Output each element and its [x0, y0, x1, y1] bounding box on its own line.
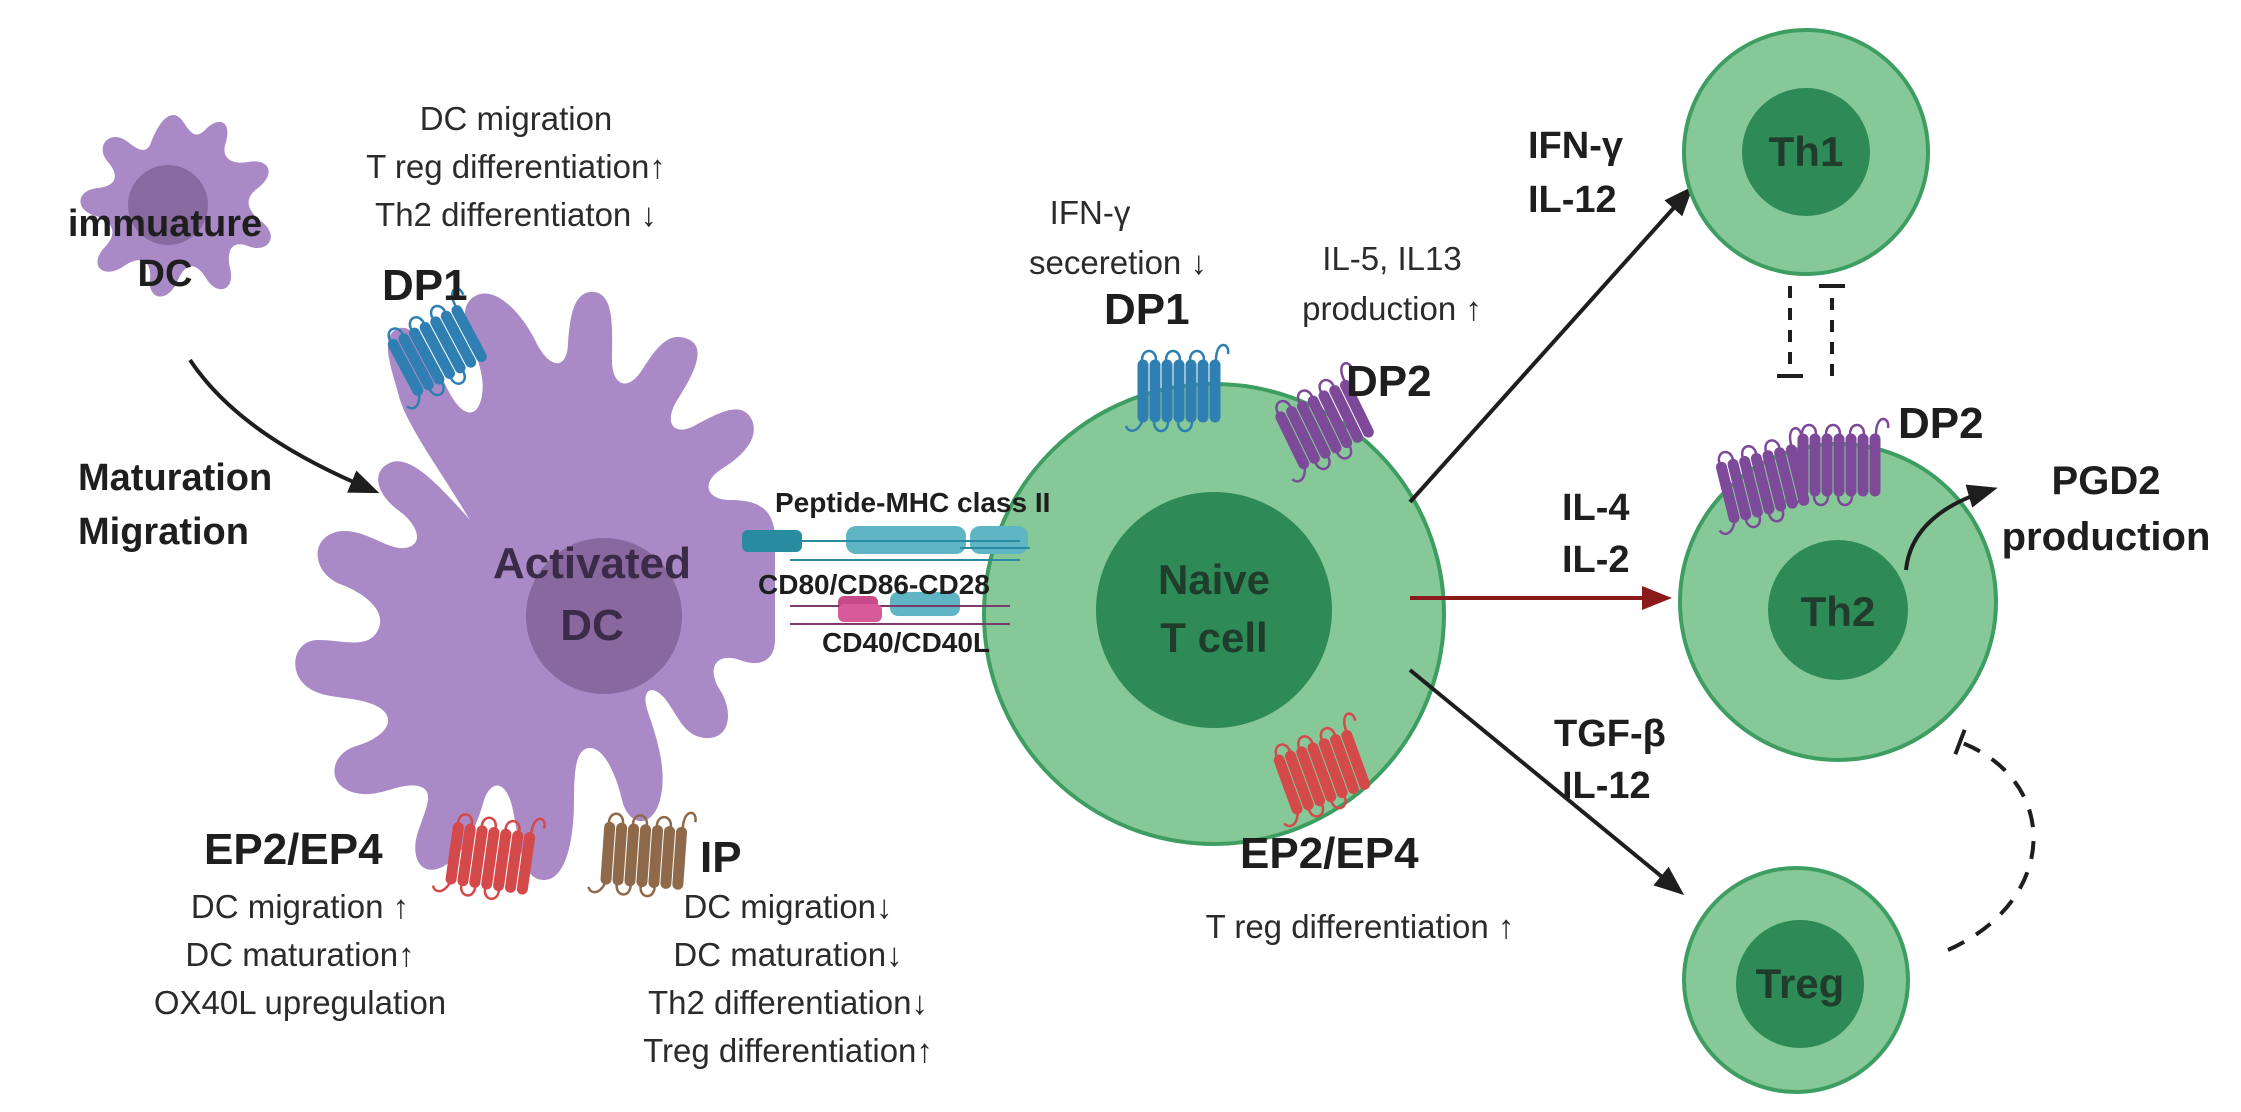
dp1-dc-effect-2: T reg differentiation↑ — [366, 148, 666, 185]
naive-t-label-line1: Naive — [1158, 556, 1270, 603]
ip-dc-effect-2: DC maturation↓ — [673, 936, 902, 973]
treg-cell: Treg — [1682, 866, 1910, 1094]
ip-dc-effect-4: Treg differentiation↑ — [643, 1032, 933, 1069]
dp2-t-effect-2: production ↑ — [1302, 290, 1482, 327]
th1-cell: Th1 — [1682, 28, 1930, 276]
ip-dc-effect-3: Th2 differentiation↓ — [648, 984, 928, 1021]
migration-label: Migration — [78, 511, 249, 553]
th1-label: Th1 — [1769, 128, 1844, 175]
immature-dc-label-line2: DC — [138, 253, 193, 295]
maturation-arrow — [188, 358, 380, 494]
dp1-dc-effect-3: Th2 differentiaton ↓ — [375, 196, 657, 233]
th1-cytokine-2: IL-12 — [1528, 179, 1617, 221]
dp1-t-effect-2: seceretion ↓ — [1029, 244, 1207, 281]
dp1-receptor-t — [1124, 343, 1230, 433]
ep2-ep4-dc-label: EP2/EP4 — [204, 825, 383, 874]
synapse-cd40-label: CD40/CD40L — [822, 627, 990, 658]
pgd2-arrow — [1904, 484, 1998, 571]
th2-nucleus — [1768, 540, 1908, 680]
th2-cytokine-1: IL-4 — [1562, 487, 1630, 529]
ep2-ep4-dc-effect-2: DC maturation↑ — [185, 936, 414, 973]
synapse-cd80-label: CD80/CD86-CD28 — [758, 569, 990, 600]
dp1-t-effect-1: IFN-γ — [1050, 194, 1131, 231]
th2-cytokine-2: IL-2 — [1562, 539, 1630, 581]
ep2-ep4-t-effect: T reg differentiation ↑ — [1206, 908, 1515, 945]
th1-cytokine-1: IFN-γ — [1528, 125, 1623, 167]
treg-arrow — [1408, 668, 1685, 896]
naive-t-nucleus — [1096, 492, 1332, 728]
treg-label: Treg — [1756, 960, 1845, 1007]
dp2-th2-label: DP2 — [1898, 399, 1984, 448]
pgd2-label-line2: production — [2002, 515, 2211, 559]
immature-dc-nucleus — [128, 165, 208, 245]
naive-t-cell: Naive T cell — [982, 382, 1446, 846]
immature-dc: immuature DC — [68, 114, 271, 297]
activated-dc-label-line1: Activated — [493, 539, 691, 588]
dp1-t-label: DP1 — [1104, 285, 1190, 334]
dp2-t-effect-1: IL-5, IL13 — [1322, 240, 1461, 277]
ip-dc-label: IP — [700, 833, 742, 882]
th1-arrow — [1408, 186, 1694, 504]
ep2-ep4-dc-effect-3: OX40L upregulation — [154, 984, 446, 1021]
maturation-label: Maturation — [78, 457, 272, 499]
dp2-t-label: DP2 — [1346, 357, 1432, 406]
treg-cytokine-2: IL-12 — [1562, 765, 1651, 807]
dp1-dc-effect-1: DC migration — [420, 100, 613, 137]
ip-dc-effect-1: DC migration↓ — [683, 888, 892, 925]
ep2-ep4-t-label: EP2/EP4 — [1240, 829, 1419, 878]
synapse-molecules — [742, 526, 1030, 625]
pgd2-label-line1: PGD2 — [2052, 459, 2161, 503]
immature-dc-label-line1: immuature — [68, 203, 262, 245]
treg-nucleus — [1736, 920, 1864, 1048]
synapse-mhc-label: Peptide-MHC class II — [775, 487, 1050, 518]
naive-t-label-line2: T cell — [1160, 614, 1267, 661]
treg-cytokine-1: TGF-β — [1554, 713, 1666, 755]
dp1-dc-label: DP1 — [382, 261, 468, 310]
activated-dc-nucleus — [526, 538, 682, 694]
th2-label: Th2 — [1801, 588, 1876, 635]
ep2-ep4-dc-effect-1: DC migration ↑ — [191, 888, 409, 925]
activated-dc: Activated DC — [295, 291, 775, 881]
dp2-receptor-th2-b — [1784, 417, 1890, 507]
th1-nucleus — [1742, 88, 1870, 216]
treg-inhibits-th2 — [1947, 729, 2036, 952]
activated-dc-label-line2: DC — [560, 601, 624, 650]
